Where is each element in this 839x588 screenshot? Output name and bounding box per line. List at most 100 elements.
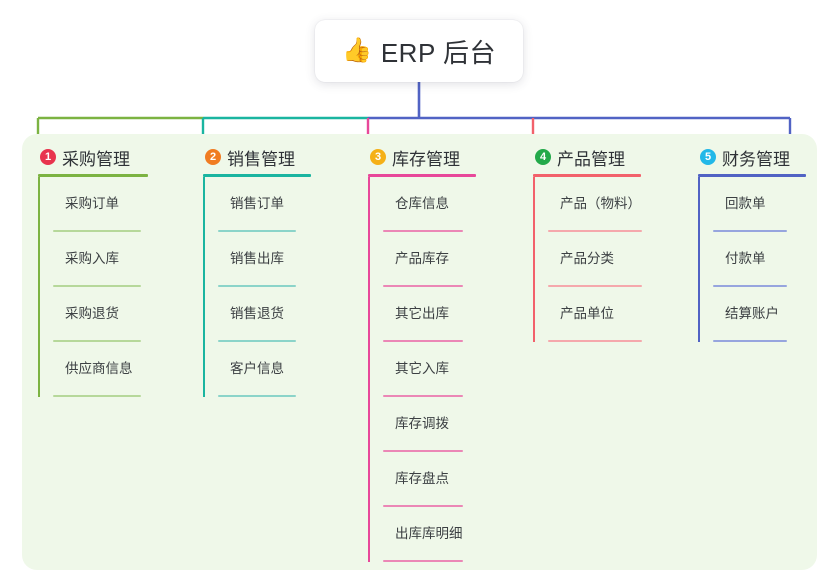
branch-child-label: 库存盘点 [395, 471, 449, 486]
branch-child-item[interactable]: 销售订单 [218, 177, 353, 232]
branch-underline-1 [38, 174, 148, 177]
branch-header-3[interactable]: 3 库存管理 [368, 145, 518, 169]
branch-child-item[interactable]: 出库库明细 [383, 507, 518, 562]
branch-badge-4: 4 [535, 149, 551, 165]
branch-child-underline [383, 560, 463, 562]
branch-child-underline [383, 340, 463, 342]
branch-child-item[interactable]: 供应商信息 [53, 342, 188, 397]
branch-child-item[interactable]: 其它出库 [383, 287, 518, 342]
branches-panel [22, 134, 817, 570]
branch-child-item[interactable]: 产品库存 [383, 232, 518, 287]
branch-child-label: 产品（物料） [560, 196, 641, 211]
branch-badge-1: 1 [40, 149, 56, 165]
thumbs-up-emoji: 👍 [341, 37, 372, 64]
branch-child-item[interactable]: 销售出库 [218, 232, 353, 287]
branch-child-label: 产品单位 [560, 306, 614, 321]
branch-children-1: 采购订单采购入库采购退货供应商信息 [38, 177, 188, 397]
branch-child-underline [383, 285, 463, 287]
branch-child-item[interactable]: 采购入库 [53, 232, 188, 287]
branch-badge-5: 5 [700, 149, 716, 165]
branch-child-underline [218, 230, 296, 232]
branch-child-underline [383, 450, 463, 452]
branch-child-label: 产品库存 [395, 251, 449, 266]
branch-title-1: 采购管理 [62, 149, 130, 169]
branch-child-item[interactable]: 库存调拨 [383, 397, 518, 452]
branch-child-underline [713, 340, 787, 342]
branch-title-2: 销售管理 [227, 149, 295, 169]
branch-children-3: 仓库信息产品库存其它出库其它入库库存调拨库存盘点出库库明细 [368, 177, 518, 562]
branch-underline-2 [203, 174, 311, 177]
branch-child-label: 结算账户 [725, 306, 779, 321]
branch-child-label: 销售订单 [230, 196, 284, 211]
branch-children-5: 回款单付款单结算账户 [698, 177, 838, 342]
branch-child-underline [218, 395, 296, 397]
branch-child-label: 采购退货 [65, 306, 119, 321]
branch-child-item[interactable]: 仓库信息 [383, 177, 518, 232]
branch-child-underline [548, 230, 642, 232]
branch-child-underline [713, 285, 787, 287]
branch-child-item[interactable]: 销售退货 [218, 287, 353, 342]
branch-spine-1 [38, 177, 40, 397]
branch-3: 3 库存管理仓库信息产品库存其它出库其它入库库存调拨库存盘点出库库明细 [368, 145, 518, 562]
branch-spine-4 [533, 177, 535, 342]
branch-spine-5 [698, 177, 700, 342]
branch-underline-4 [533, 174, 641, 177]
branch-child-item[interactable]: 回款单 [713, 177, 838, 232]
branch-title-3: 库存管理 [392, 149, 460, 169]
branch-child-label: 仓库信息 [395, 196, 449, 211]
branch-child-label: 出库库明细 [395, 526, 463, 541]
branch-badge-2: 2 [205, 149, 221, 165]
branch-spine-3 [368, 177, 370, 562]
branch-child-item[interactable]: 产品单位 [548, 287, 683, 342]
branch-child-label: 库存调拨 [395, 416, 449, 431]
branch-child-underline [713, 230, 787, 232]
branch-child-item[interactable]: 客户信息 [218, 342, 353, 397]
branch-child-label: 其它入库 [395, 361, 449, 376]
branch-child-underline [218, 285, 296, 287]
branch-child-label: 销售出库 [230, 251, 284, 266]
branch-underline-3 [368, 174, 476, 177]
branch-badge-3: 3 [370, 149, 386, 165]
root-node-label: ERP 后台 [380, 37, 497, 68]
branch-child-item[interactable]: 产品分类 [548, 232, 683, 287]
branch-child-underline [383, 395, 463, 397]
branch-child-underline [548, 285, 642, 287]
branch-child-item[interactable]: 结算账户 [713, 287, 838, 342]
branch-child-item[interactable]: 产品（物料） [548, 177, 683, 232]
branch-1: 1 采购管理采购订单采购入库采购退货供应商信息 [38, 145, 188, 397]
branch-child-item[interactable]: 采购退货 [53, 287, 188, 342]
branch-child-underline [218, 340, 296, 342]
branch-spine-2 [203, 177, 205, 397]
branch-child-underline [53, 340, 141, 342]
branch-child-underline [383, 505, 463, 507]
branch-underline-5 [698, 174, 806, 177]
branch-header-1[interactable]: 1 采购管理 [38, 145, 188, 169]
branch-child-label: 回款单 [725, 196, 766, 211]
branch-child-underline [53, 395, 141, 397]
branch-5: 5 财务管理回款单付款单结算账户 [698, 145, 838, 342]
branch-header-2[interactable]: 2 销售管理 [203, 145, 353, 169]
branch-child-label: 付款单 [725, 251, 766, 266]
branch-child-item[interactable]: 其它入库 [383, 342, 518, 397]
branch-child-underline [53, 285, 141, 287]
branch-child-item[interactable]: 库存盘点 [383, 452, 518, 507]
branch-title-5: 财务管理 [722, 149, 790, 169]
branch-child-item[interactable]: 付款单 [713, 232, 838, 287]
branch-child-item[interactable]: 采购订单 [53, 177, 188, 232]
branch-child-label: 供应商信息 [65, 361, 133, 376]
branch-children-2: 销售订单销售出库销售退货客户信息 [203, 177, 353, 397]
branch-child-label: 采购订单 [65, 196, 119, 211]
branch-child-underline [383, 230, 463, 232]
branch-header-5[interactable]: 5 财务管理 [698, 145, 838, 169]
branch-child-underline [53, 230, 141, 232]
branch-2: 2 销售管理销售订单销售出库销售退货客户信息 [203, 145, 353, 397]
branch-child-underline [548, 340, 642, 342]
branch-child-label: 采购入库 [65, 251, 119, 266]
branch-child-label: 销售退货 [230, 306, 284, 321]
root-node[interactable]: 👍 ERP 后台 [315, 20, 523, 82]
branch-child-label: 产品分类 [560, 251, 614, 266]
branch-children-4: 产品（物料） 产品分类产品单位 [533, 177, 683, 342]
